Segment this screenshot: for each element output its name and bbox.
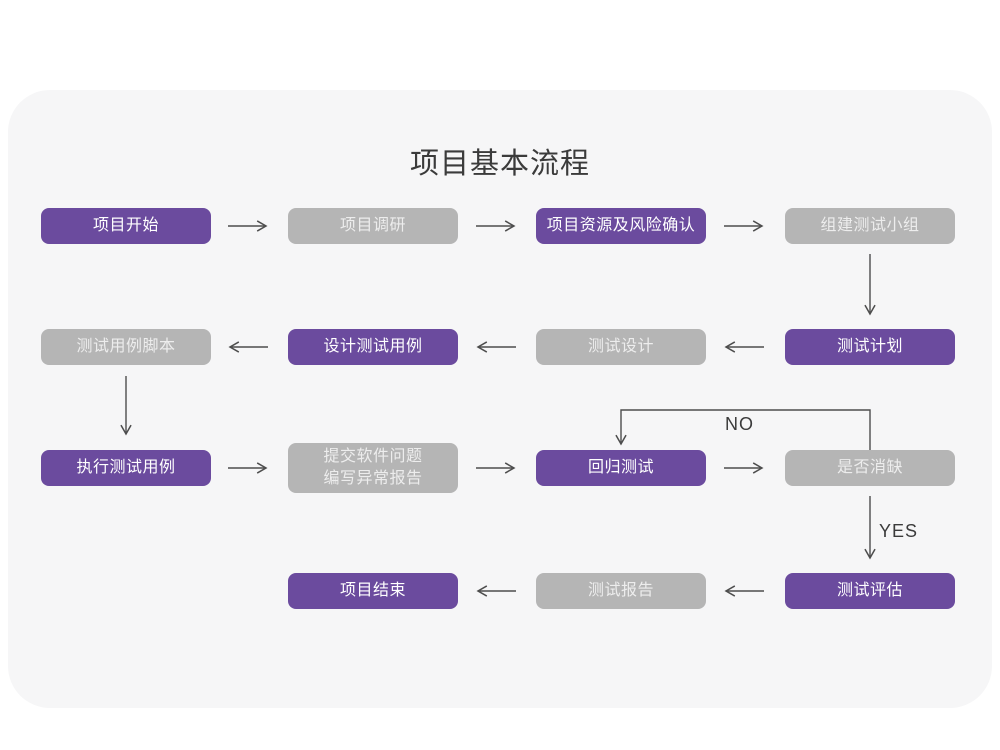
node-submit-issues: 提交软件问题 编写异常报告	[288, 443, 458, 493]
node-test-design: 测试设计	[536, 329, 706, 365]
node-risk-confirm: 项目资源及风险确认	[536, 208, 706, 244]
node-regression-test: 回归测试	[536, 450, 706, 486]
node-test-case-script: 测试用例脚本	[41, 329, 211, 365]
branch-label-yes: YES	[879, 521, 919, 541]
flowchart-card	[8, 90, 992, 708]
node-project-start: 项目开始	[41, 208, 211, 244]
node-test-evaluation: 测试评估	[785, 573, 955, 609]
node-project-research: 项目调研	[288, 208, 458, 244]
node-design-test-cases: 设计测试用例	[288, 329, 458, 365]
node-test-report: 测试报告	[536, 573, 706, 609]
node-project-end: 项目结束	[288, 573, 458, 609]
node-defect-cleared: 是否消缺	[785, 450, 955, 486]
node-execute-test-cases: 执行测试用例	[41, 450, 211, 486]
branch-label-no: NO	[725, 414, 754, 434]
node-test-plan: 测试计划	[785, 329, 955, 365]
node-build-test-team: 组建测试小组	[785, 208, 955, 244]
page-title: 项目基本流程	[409, 148, 590, 180]
